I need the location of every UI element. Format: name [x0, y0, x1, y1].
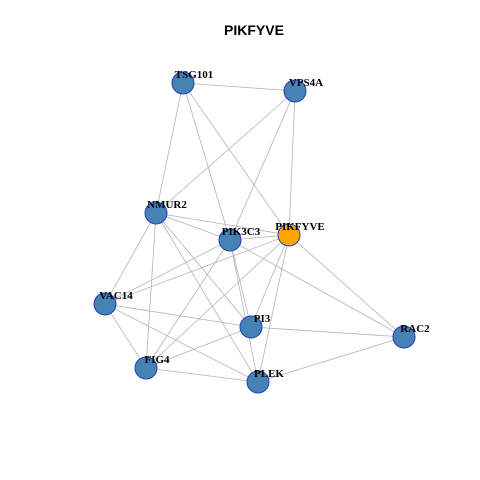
edge-pik3c3-pi3: [229, 239, 252, 328]
edge-vps4a-nmur2: [155, 90, 296, 214]
node-vps4a[interactable]: [283, 79, 307, 103]
edge-nmur2-pi3: [155, 212, 252, 328]
edge-nmur2-fig4: [145, 212, 157, 369]
node-label-rac2: RAC2: [400, 323, 430, 335]
node-pik3c3[interactable]: [218, 228, 242, 252]
node-pi3[interactable]: [239, 315, 263, 339]
node-label-vac14: VAC14: [99, 290, 133, 302]
node-label-nmur2: NMUR2: [147, 199, 187, 211]
edge-pikfyve-plek: [257, 234, 290, 383]
edge-vps4a-pikfyve: [288, 90, 296, 236]
node-label-pik3c3: PIK3C3: [222, 226, 261, 238]
node-label-pi3: PI3: [254, 313, 271, 325]
graph-title: PIKFYVE: [224, 22, 284, 38]
edge-vac14-fig4: [104, 303, 147, 369]
node-vac14[interactable]: [93, 292, 117, 316]
edge-tsg101-pik3c3: [182, 82, 231, 241]
edge-pik3c3-rac2: [229, 239, 405, 338]
node-fig4[interactable]: [134, 356, 158, 380]
edge-nmur2-vac14: [104, 212, 157, 305]
edge-vac14-pi3: [104, 303, 252, 328]
edge-fig4-plek: [145, 367, 259, 383]
edge-vac14-plek: [104, 303, 259, 383]
node-plek[interactable]: [246, 370, 270, 394]
edge-pik3c3-plek: [229, 239, 259, 383]
edge-nmur2-pikfyve: [155, 212, 290, 236]
node-label-vps4a: VPS4A: [289, 77, 323, 89]
edge-pikfyve-vac14: [104, 234, 290, 305]
node-label-plek: PLEK: [254, 368, 284, 380]
node-label-pikfyve: PIKFYVE: [275, 221, 325, 233]
nodes-layer: [93, 71, 416, 394]
edge-pikfyve-rac2: [288, 234, 405, 338]
node-label-tsg101: TSG101: [175, 69, 214, 81]
node-nmur2[interactable]: [144, 201, 168, 225]
edge-pikfyve-pi3: [250, 234, 290, 328]
node-tsg101[interactable]: [171, 71, 195, 95]
edge-pik3c3-vac14: [104, 239, 231, 305]
edge-pikfyve-fig4: [145, 234, 290, 369]
edge-nmur2-pik3c3: [155, 212, 231, 241]
node-rac2[interactable]: [392, 325, 416, 349]
edge-plek-rac2: [257, 336, 405, 383]
edges-layer: [104, 82, 405, 383]
node-pikfyve[interactable]: [277, 223, 301, 247]
edge-pi3-fig4: [145, 326, 252, 369]
edge-tsg101-pikfyve: [182, 82, 290, 236]
edge-pi3-rac2: [250, 326, 405, 338]
edge-pik3c3-fig4: [145, 239, 231, 369]
edge-nmur2-plek: [155, 212, 259, 383]
edge-tsg101-vps4a: [182, 82, 296, 92]
edge-tsg101-nmur2: [155, 82, 184, 214]
edge-vps4a-pik3c3: [229, 90, 296, 241]
node-label-fig4: FIG4: [144, 354, 170, 366]
